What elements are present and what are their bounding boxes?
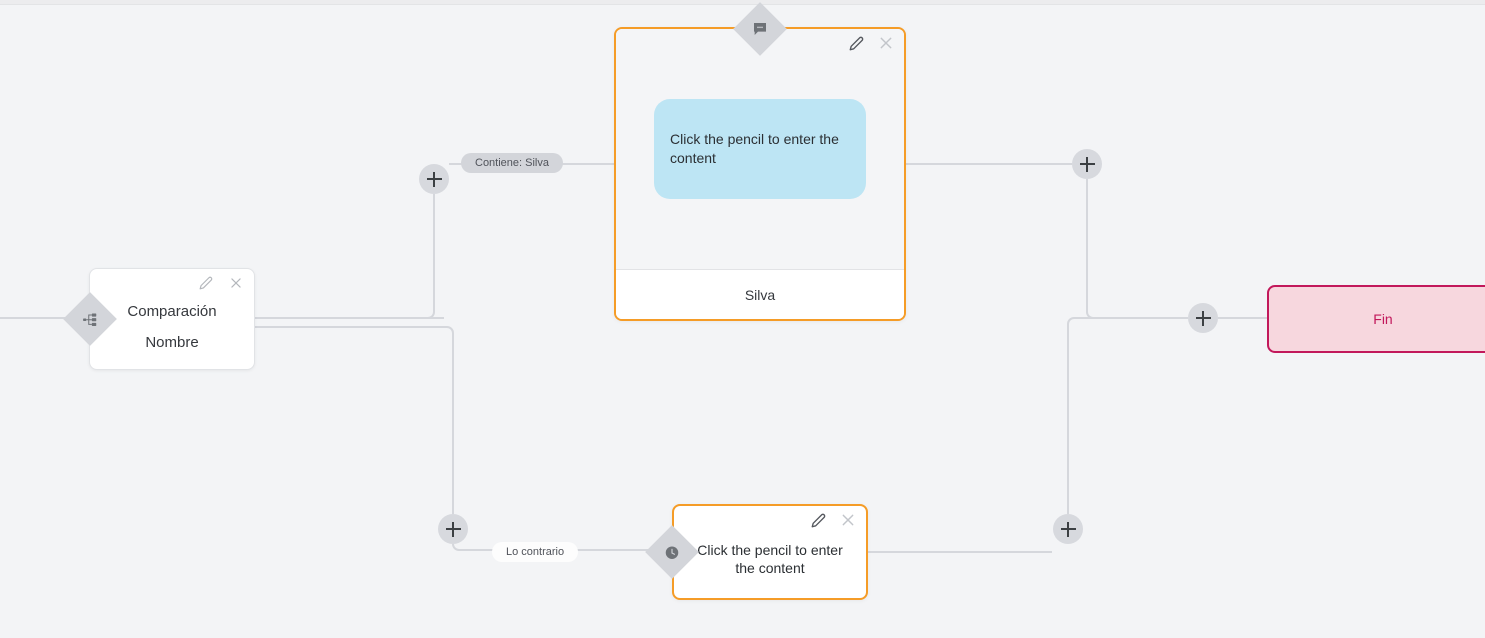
add-node-button-false-branch[interactable] <box>438 514 468 544</box>
pencil-icon[interactable] <box>810 512 826 528</box>
message-bubble[interactable]: Click the pencil to enter the content <box>654 99 866 199</box>
edge-branch-true-up <box>424 194 435 319</box>
node-message-bottom-text: Click the pencil to enter the content <box>697 541 843 576</box>
node-message-top-footer: Silva <box>616 269 904 319</box>
node-end[interactable]: Fin <box>1267 285 1485 353</box>
node-message-bottom-tools <box>810 512 856 528</box>
edge-bottomright-merge <box>1067 317 1188 514</box>
close-icon[interactable] <box>878 35 894 51</box>
node-end-label: Fin <box>1373 311 1393 327</box>
clock-icon <box>665 545 680 560</box>
node-message-top-body: Click the pencil to enter the content <box>616 29 904 269</box>
node-message-top-tools <box>848 35 894 51</box>
viewport-top-strip <box>0 0 1485 5</box>
add-node-button-true-branch[interactable] <box>419 164 449 194</box>
close-icon[interactable] <box>228 275 244 291</box>
add-node-button-after-message-bottom[interactable] <box>1053 514 1083 544</box>
node-message-top-badge[interactable] <box>733 2 787 56</box>
node-comparacion-badge[interactable] <box>63 292 117 346</box>
sitemap-icon <box>83 312 98 327</box>
edge-branch-false-down <box>255 326 454 514</box>
node-comparacion-subtitle: Nombre <box>145 334 199 351</box>
node-message-bottom[interactable]: Click the pencil to enter the content <box>672 504 868 600</box>
edge-label-branch-true[interactable]: Contiene: Silva <box>461 153 563 173</box>
node-comparacion-title: Comparación <box>127 303 217 320</box>
node-comparacion-tools <box>198 275 244 291</box>
node-message-top[interactable]: Click the pencil to enter the content Si… <box>614 27 906 321</box>
add-node-button-before-end[interactable] <box>1188 303 1218 333</box>
edge-label-branch-false[interactable]: Lo contrario <box>492 542 579 562</box>
edge-topright-merge <box>1086 179 1188 319</box>
node-comparacion-body: Comparación Nombre <box>90 269 254 369</box>
comment-icon <box>752 21 768 37</box>
pencil-icon[interactable] <box>198 275 214 291</box>
close-icon[interactable] <box>840 512 856 528</box>
add-node-button-after-message-top[interactable] <box>1072 149 1102 179</box>
pencil-icon[interactable] <box>848 35 864 51</box>
